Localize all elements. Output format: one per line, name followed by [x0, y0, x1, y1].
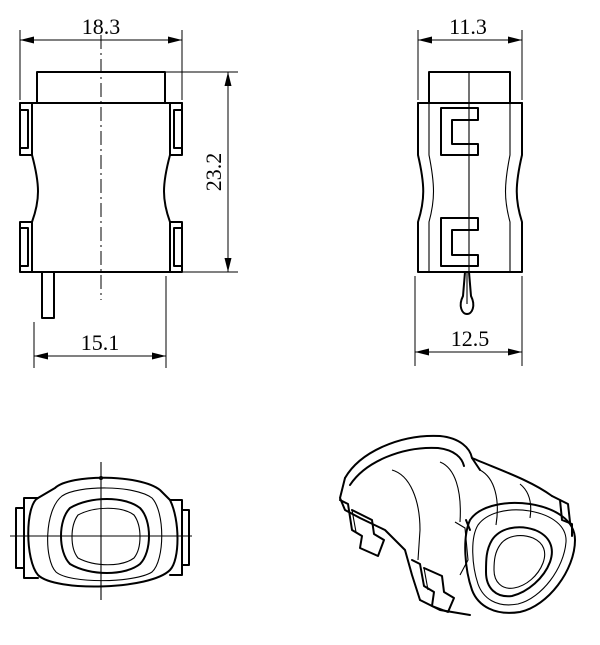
- front-view: 18.3 23.2 15.1: [19, 14, 238, 368]
- isometric-view: [339, 434, 576, 616]
- dim-front-height: 23.2: [201, 153, 226, 192]
- dim-side-bottom-width: 12.5: [451, 326, 490, 351]
- dim-front-bottom-width: 15.1: [81, 330, 120, 355]
- dim-front-top-width: 18.3: [82, 14, 121, 39]
- side-view: 11.3 12.5: [414, 14, 523, 366]
- dim-side-top-width: 11.3: [449, 14, 487, 39]
- bottom-view: [10, 462, 192, 600]
